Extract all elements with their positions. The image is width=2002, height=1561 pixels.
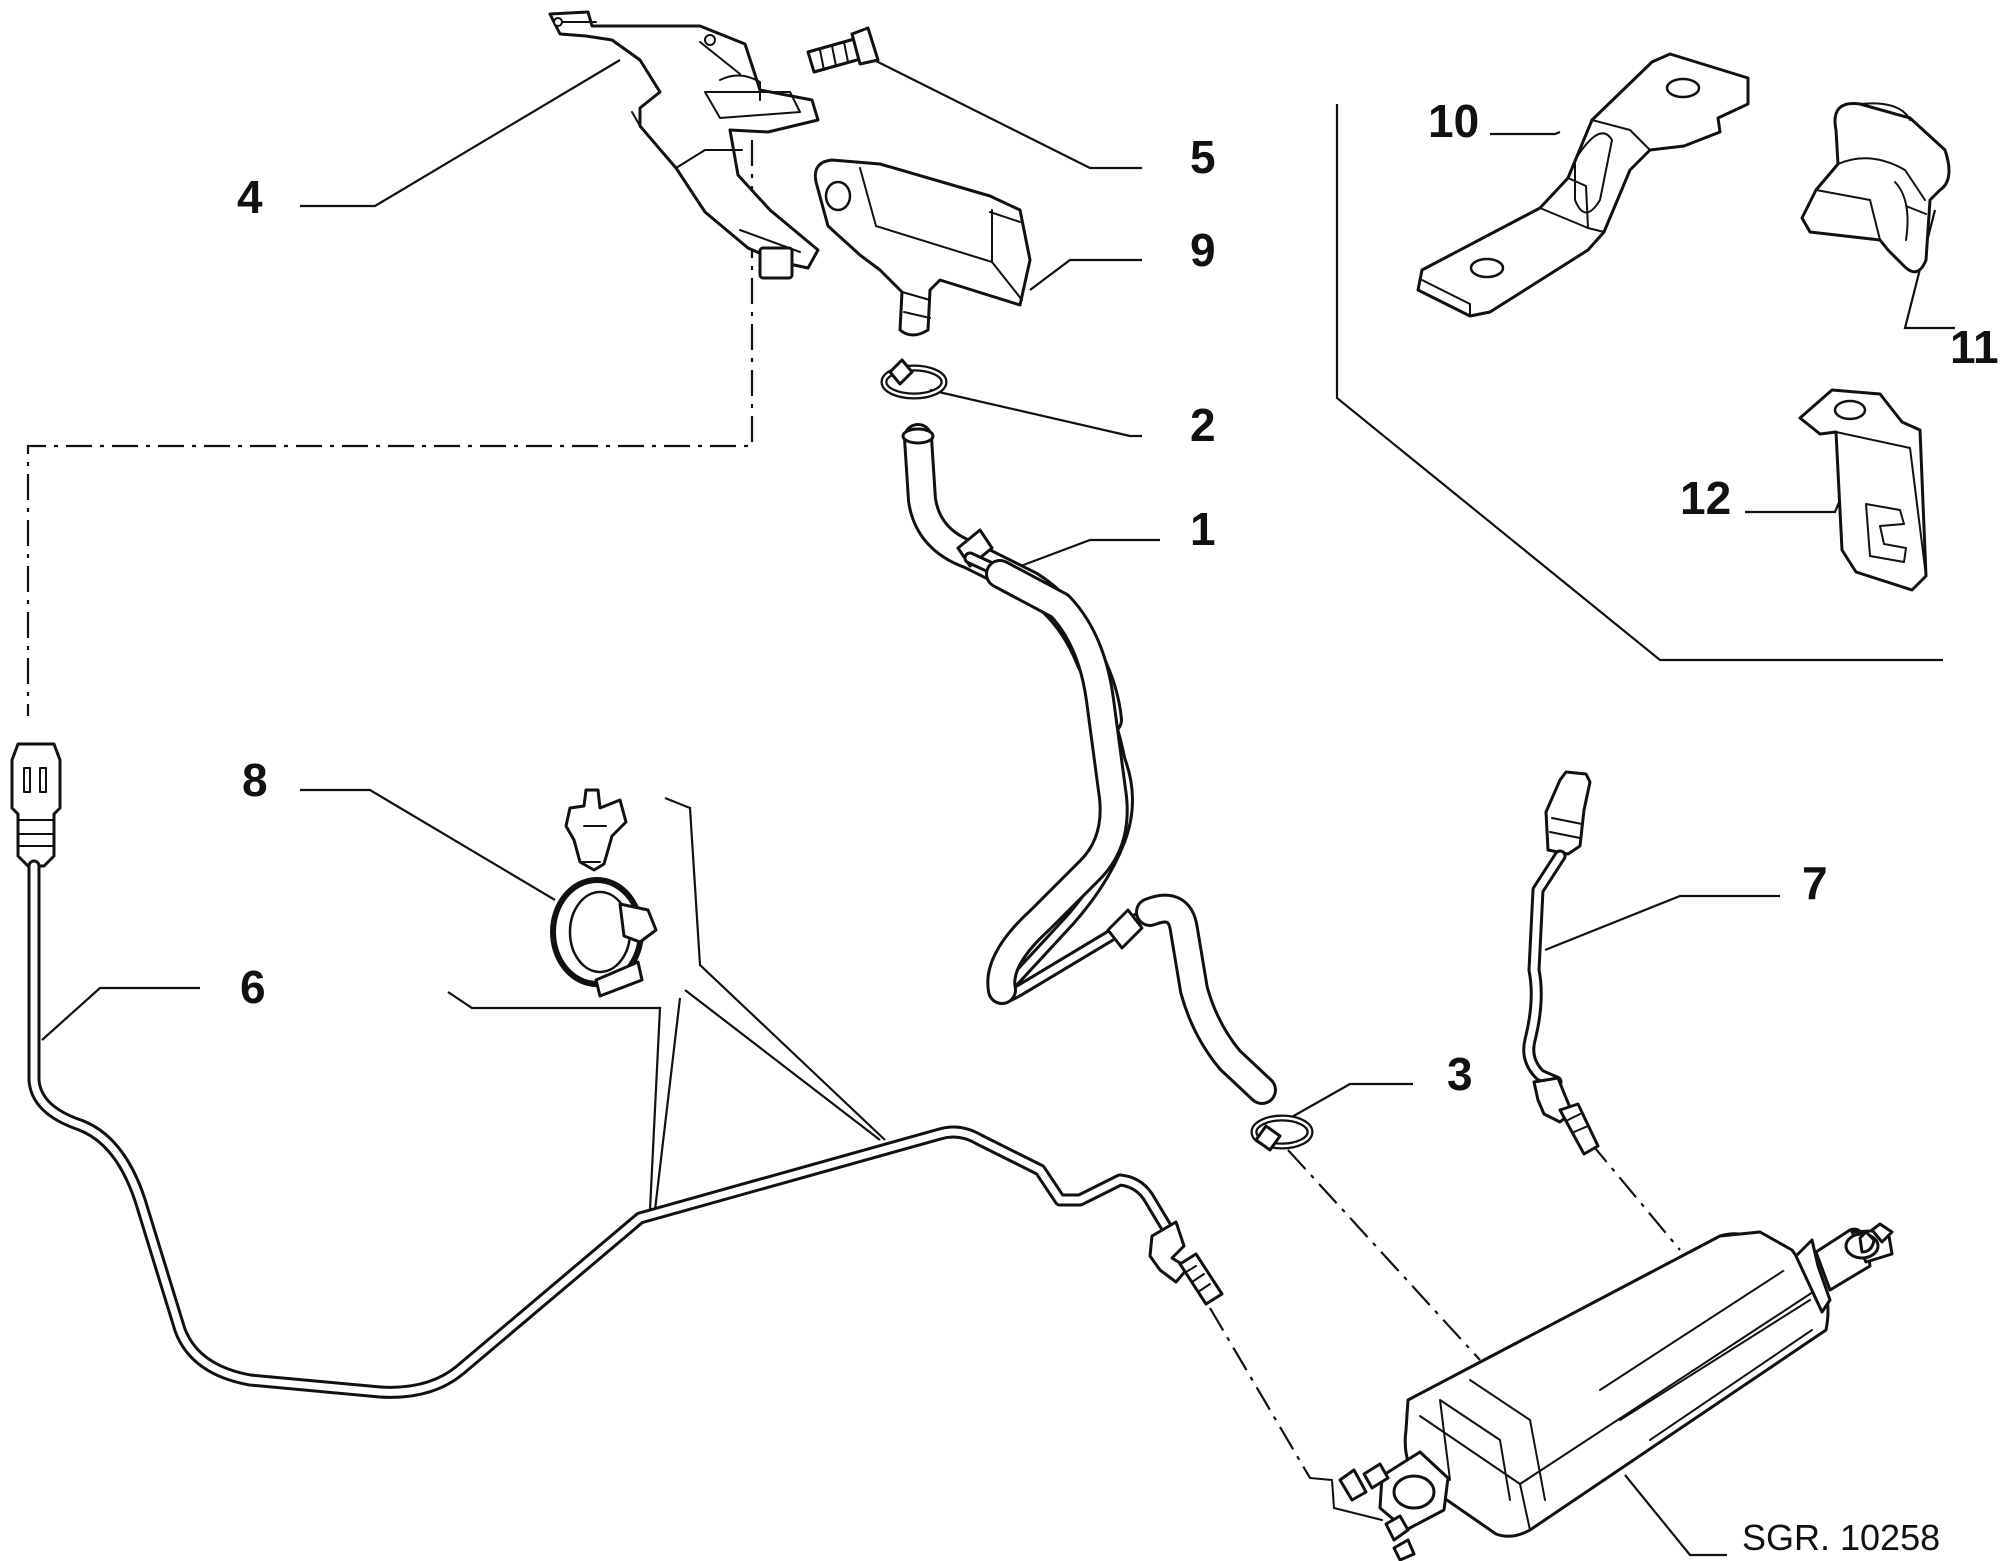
leader-6c [664, 796, 886, 1141]
dpf-canister [1309, 1222, 1894, 1561]
part-12-bracket [1798, 388, 1928, 592]
part-8-cable-clip [550, 788, 658, 998]
leader-lines [41, 47, 1955, 1557]
leader-9 [1029, 258, 1142, 291]
leader-10 [1490, 130, 1561, 136]
leader-6b [447, 991, 662, 1211]
callout-1: 1 [1190, 503, 1216, 555]
callout-7: 7 [1802, 857, 1828, 909]
dashline-sensor6 [1209, 1307, 1311, 1479]
callout-5: 5 [1190, 131, 1216, 183]
dashline-bracket-connector [26, 140, 754, 716]
leader-4 [300, 59, 621, 208]
part-7-temperature-sensor [1522, 770, 1600, 1156]
leader-2 [929, 388, 1142, 438]
part-11-clip [1800, 102, 1951, 274]
callout-4: 4 [237, 171, 263, 223]
leader-5 [849, 47, 1142, 170]
leader-6e [653, 997, 682, 1211]
callout-12: 12 [1680, 472, 1731, 524]
part-4-bracket [548, 10, 820, 280]
callout-3: 3 [1447, 1048, 1473, 1100]
dashline-sensor7 [1589, 1141, 1681, 1251]
leader-7 [1544, 894, 1780, 952]
part-5-screw [806, 26, 880, 74]
part-2-hose-clamp [880, 358, 948, 400]
part-9-pressure-sensor [813, 158, 1032, 337]
leader-3 [1289, 1082, 1413, 1119]
drawing-reference: SGR. 10258 [1742, 1517, 1940, 1558]
callout-6: 6 [240, 961, 266, 1013]
callout-labels: 4 5 9 2 1 10 11 12 8 6 7 3 SGR. 10258 [237, 95, 1999, 1558]
leader-6d [684, 989, 881, 1141]
leader-6 [41, 986, 200, 1041]
callout-2: 2 [1190, 399, 1216, 451]
leader-1 [1009, 538, 1160, 572]
leader-12 [1745, 499, 1842, 514]
dash-dot-lines [26, 140, 1681, 1479]
dashline-clamp3 [1287, 1149, 1481, 1361]
callout-10: 10 [1428, 95, 1479, 147]
leader-ref [1624, 1474, 1727, 1557]
part-3-hose-clamp [1250, 1114, 1314, 1152]
leader-8 [300, 788, 556, 901]
part-1-rubber-hose [901, 423, 1277, 1105]
callout-8: 8 [242, 754, 268, 806]
callout-11: 11 [1950, 321, 1999, 373]
part-6-temperature-sensor [10, 742, 1224, 1399]
group-bracket [1335, 104, 1943, 662]
part-10-bracket [1416, 52, 1750, 318]
callout-9: 9 [1190, 224, 1216, 276]
